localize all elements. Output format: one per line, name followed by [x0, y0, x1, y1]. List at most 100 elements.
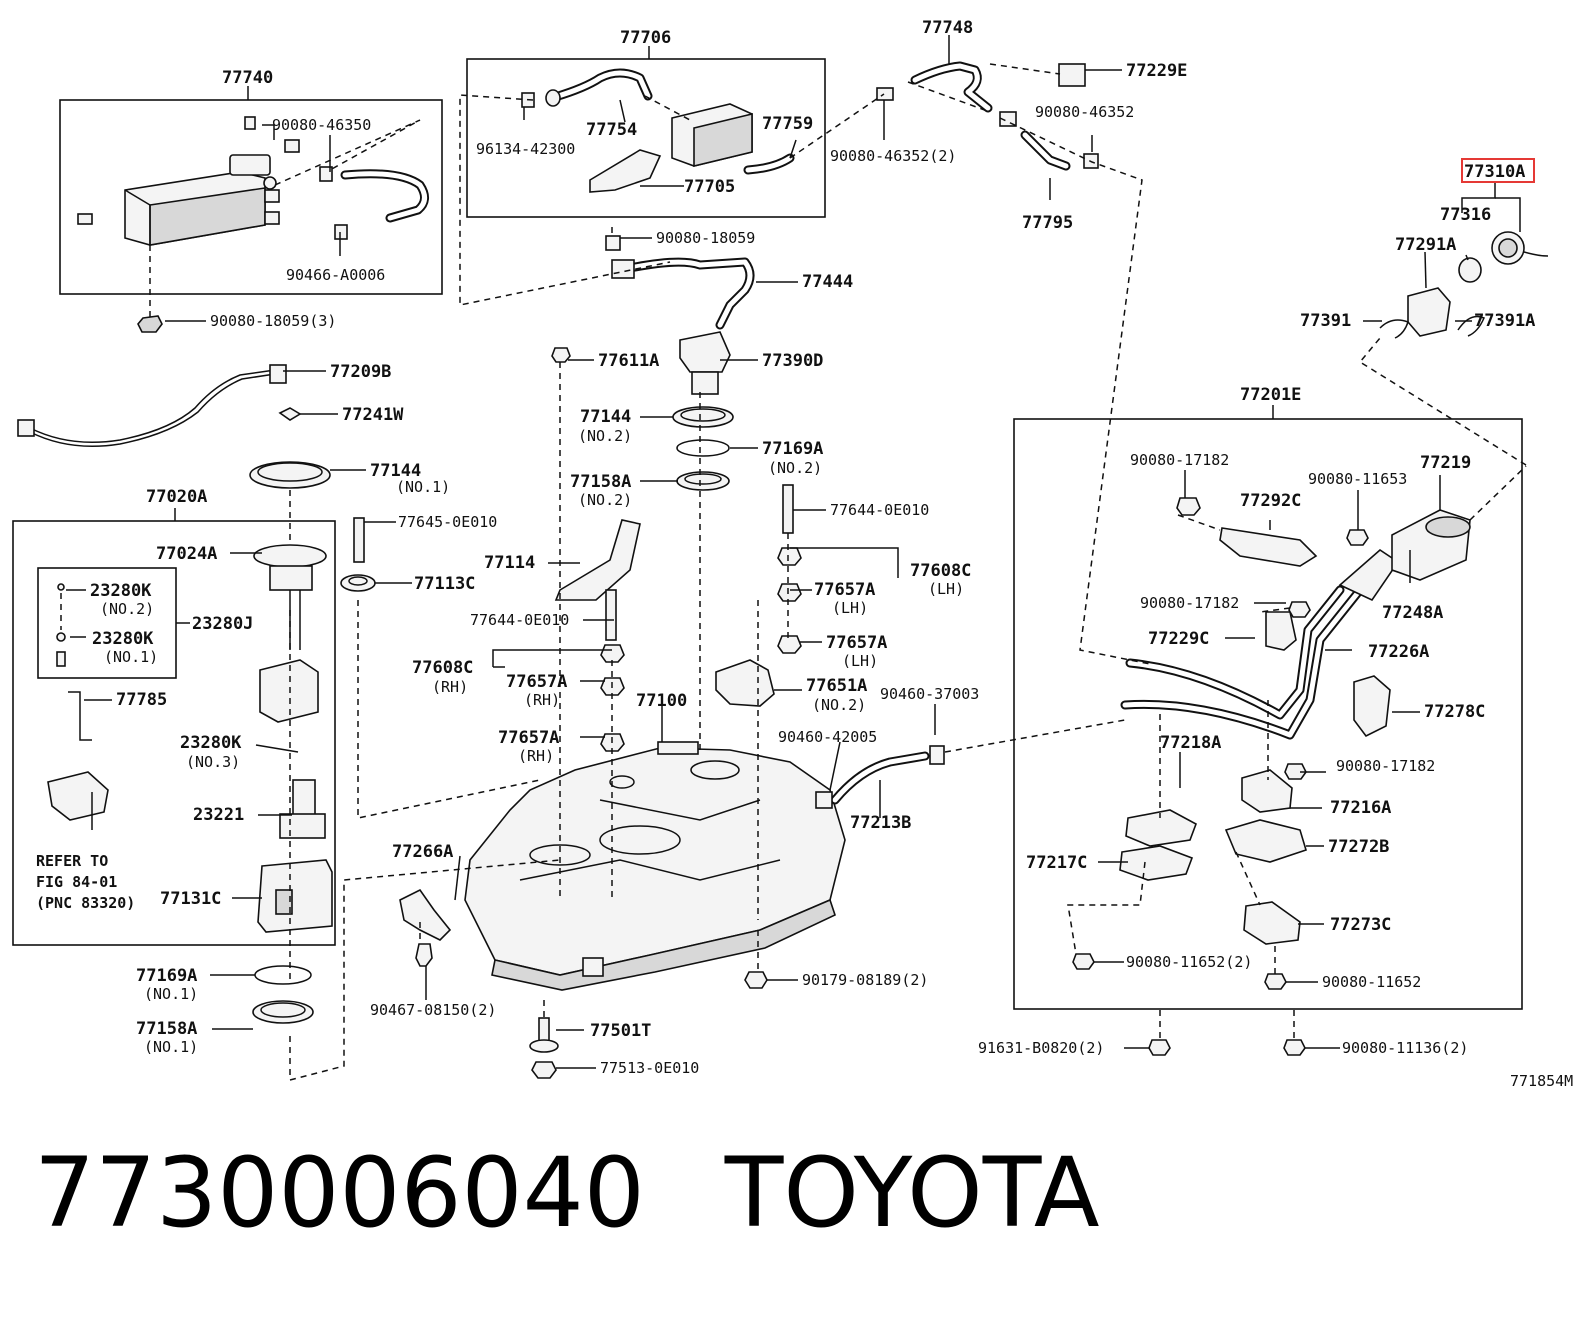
label-90467-08150: 90467-08150(2)	[370, 1001, 496, 1019]
group-box-77740	[59, 99, 443, 295]
label-77217C: 77217C	[1026, 853, 1087, 873]
refer-note-line3: (PNC 83320)	[36, 894, 135, 912]
fuel-tank-77100	[464, 741, 846, 991]
label-77644-0E010-b: 77644-0E010	[470, 611, 569, 629]
label-77272B: 77272B	[1328, 837, 1389, 857]
bracket-77266A	[399, 888, 452, 941]
ring-77144-no2	[672, 406, 734, 428]
bolt-77645-0E010	[353, 517, 365, 563]
wire-77209B	[17, 364, 302, 448]
nut-77513-0E010	[531, 1061, 557, 1079]
filler-pipe-77201E	[1119, 497, 1471, 945]
stud-77644-0E010-b	[605, 589, 617, 641]
gasket-77169A-no2	[676, 439, 730, 457]
label-77657A-lh1: 77657A	[814, 580, 875, 600]
refer-note-line1: REFER TO	[36, 852, 108, 870]
label-77213B: 77213B	[850, 813, 911, 833]
label-23280K-no1: 23280K	[92, 629, 154, 649]
label-90080-17182-b: 90080-17182	[1140, 594, 1239, 612]
qualifier-77608C-rh: (RH)	[432, 678, 468, 696]
qualifier-77158A-no1: (NO.1)	[144, 1038, 198, 1056]
label-77158A-no2: 77158A	[570, 472, 631, 492]
label-23221: 23221	[193, 805, 244, 825]
label-77216A: 77216A	[1330, 798, 1391, 818]
label-77608C-lh: 77608C	[910, 561, 971, 581]
label-90080-18059-3: 90080-18059(3)	[210, 312, 336, 330]
label-77785: 77785	[116, 690, 167, 710]
qualifier-77169A-no2: (NO.2)	[768, 459, 822, 477]
label-77144-no1: 77144	[370, 461, 421, 481]
label-77645-0E010: 77645-0E010	[398, 513, 497, 531]
label-90080-17182-a: 90080-17182	[1130, 451, 1229, 469]
label-77229E: 77229E	[1126, 61, 1187, 81]
label-90080-46352-2: 90080-46352(2)	[830, 147, 956, 165]
label-77024A: 77024A	[156, 544, 217, 564]
refer-note-line2: FIG 84-01	[36, 873, 117, 891]
qualifier-23280K-no2: (NO.2)	[100, 600, 154, 618]
label-90080-11652: 90080-11652	[1322, 973, 1421, 991]
dashed-leader-lines	[60, 63, 1527, 1081]
label-77513-0E010: 77513-0E010	[600, 1059, 699, 1077]
label-90080-17182-c: 90080-17182	[1336, 757, 1435, 775]
label-23280K-no2: 23280K	[90, 581, 152, 601]
ring-77158A-no2	[676, 471, 730, 491]
bolt-77501T	[529, 1017, 559, 1053]
label-77391: 77391	[1300, 311, 1351, 331]
qualifier-77657A-rh1: (RH)	[524, 691, 560, 709]
ring-77144-no1	[249, 461, 331, 489]
qualifier-labels: (NO.2) (NO.2) (NO.1) (NO.2) (LH) (LH) (N…	[100, 427, 964, 1056]
footer-brand: TOYOTA	[724, 1137, 1100, 1249]
label-77169A-no2: 77169A	[762, 439, 823, 459]
label-90080-18059: 90080-18059	[656, 229, 755, 247]
label-77316: 77316	[1440, 205, 1491, 225]
highlight-box-77310A	[1461, 158, 1535, 183]
qualifier-23280K-no3: (NO.3)	[186, 753, 240, 771]
bracket-77114	[554, 519, 641, 601]
label-90080-46352: 90080-46352	[1035, 103, 1134, 121]
fuel-pump-assembly	[47, 544, 333, 933]
qualifier-77657A-rh2: (RH)	[518, 747, 554, 765]
label-77248A: 77248A	[1382, 603, 1443, 623]
label-77158A-no1: 77158A	[136, 1019, 197, 1039]
group-box-77201E	[1013, 418, 1523, 1010]
group-box-77706	[466, 58, 826, 218]
label-77131C: 77131C	[160, 889, 221, 909]
clip-90467-08150	[415, 943, 433, 967]
refer-note: REFER TO FIG 84-01 (PNC 83320)	[36, 852, 135, 912]
label-77795: 77795	[1022, 213, 1073, 233]
label-90179-08189: 90179-08189(2)	[802, 971, 928, 989]
filler-cap-group	[1379, 231, 1549, 339]
label-77390D: 77390D	[762, 351, 823, 371]
qualifier-23280K-no1: (NO.1)	[104, 648, 158, 666]
gasket-77169A-no1	[254, 965, 312, 985]
label-77501T: 77501T	[590, 1021, 651, 1041]
label-90460-37003: 90460-37003	[880, 685, 979, 703]
label-23280J: 23280J	[192, 614, 253, 634]
bracket-77651A	[715, 659, 775, 707]
label-77114: 77114	[484, 553, 535, 573]
label-96134-42300: 96134-42300	[476, 140, 575, 158]
label-77444: 77444	[802, 272, 853, 292]
label-90460-42005: 90460-42005	[778, 728, 877, 746]
qualifier-77144-no1: (NO.1)	[396, 478, 450, 496]
label-77100: 77100	[636, 691, 687, 711]
label-771854M: 771854M	[1510, 1072, 1573, 1090]
bolts-77201E	[1072, 953, 1306, 1056]
solid-leader-lines	[66, 35, 1521, 1069]
label-77657A-rh2: 77657A	[498, 728, 559, 748]
parts-diagram: 77706 77748 77740 77229E 90080-46350 961…	[12, 18, 1573, 1090]
qualifier-77651A: (NO.2)	[812, 696, 866, 714]
qualifier-77144-no2: (NO.2)	[578, 427, 632, 445]
label-90080-46350: 90080-46350	[272, 116, 371, 134]
stud-77644-0E010-a	[782, 484, 794, 534]
label-77644-0E010-a: 77644-0E010	[830, 501, 929, 519]
label-90080-11136: 90080-11136(2)	[1342, 1039, 1468, 1057]
label-77759: 77759	[762, 114, 813, 134]
qualifier-77608C-lh: (LH)	[928, 580, 964, 598]
label-77657A-lh2: 77657A	[826, 633, 887, 653]
filler-hose-77213B	[815, 745, 945, 809]
label-77740: 77740	[222, 68, 273, 88]
label-77748: 77748	[922, 18, 973, 38]
label-77113C: 77113C	[414, 574, 475, 594]
